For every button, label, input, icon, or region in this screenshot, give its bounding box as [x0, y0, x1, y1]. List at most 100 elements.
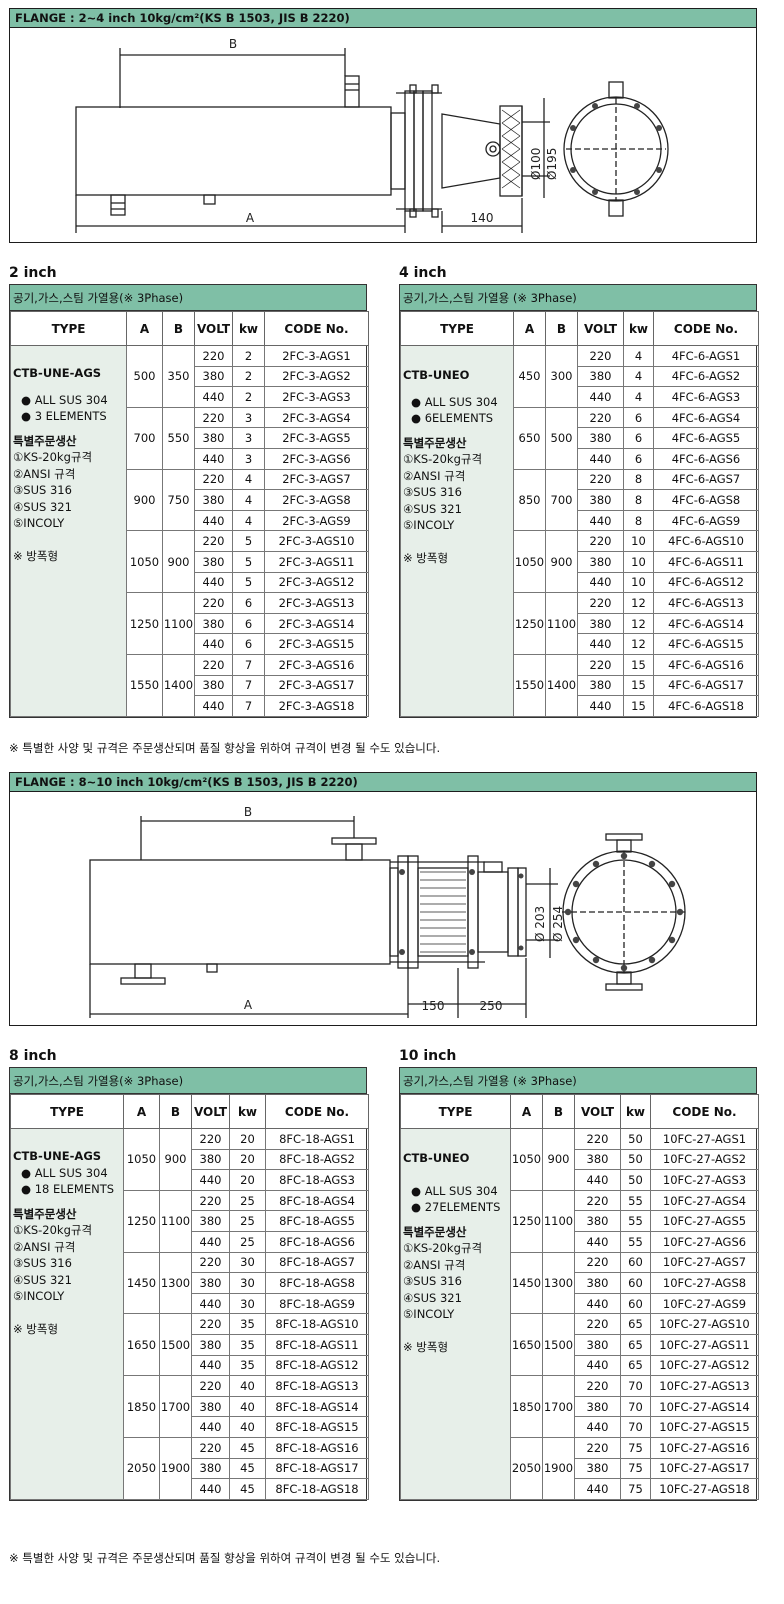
- spec-line: ● ALL SUS 304: [411, 1183, 498, 1198]
- special-option: ④SUS 321: [13, 499, 72, 514]
- kw-cell: 60: [620, 1272, 651, 1294]
- volt-cell: 220: [191, 1189, 230, 1212]
- code-cell: 4FC-6-AGS5: [653, 427, 759, 449]
- code-cell: 4FC-6-AGS8: [653, 489, 759, 511]
- volt-cell: 220: [194, 345, 233, 367]
- code-cell: 8FC-18-AGS11: [265, 1333, 369, 1356]
- column-header: CODE No.: [650, 1094, 759, 1129]
- kw-cell: 45: [229, 1478, 266, 1500]
- code-cell: 10FC-27-AGS8: [650, 1272, 759, 1294]
- code-cell: 2FC-3-AGS5: [264, 427, 369, 449]
- dim-a-cell: 1250: [126, 592, 163, 655]
- code-cell: 10FC-27-AGS1: [650, 1128, 759, 1150]
- dim-a-cell: 2050: [510, 1436, 543, 1500]
- code-cell: 8FC-18-AGS15: [265, 1416, 369, 1438]
- special-option: ①KS-20kg규격: [403, 452, 483, 466]
- code-cell: 10FC-27-AGS6: [650, 1230, 759, 1253]
- dim-b-cell: 1900: [542, 1436, 575, 1500]
- column-header: VOLT: [577, 311, 624, 346]
- dim-a-cell: 1050: [126, 530, 163, 594]
- volt-cell: 380: [194, 489, 233, 511]
- kw-cell: 75: [620, 1478, 651, 1500]
- dim-b-cell: 1300: [159, 1251, 192, 1315]
- dim-dia-254: Ø 254: [551, 906, 565, 942]
- dim-a-cell: 650: [513, 406, 546, 470]
- dim-b-cell: 1100: [545, 592, 578, 655]
- volt-cell: 220: [191, 1375, 230, 1397]
- dim-a-cell: 1250: [123, 1189, 160, 1253]
- code-cell: 2FC-3-AGS15: [264, 633, 369, 655]
- explosion-proof-note: ※ 방폭형: [13, 548, 59, 563]
- table-caption: 공기,가스,스팀 가열용(※ 3Phase): [10, 1068, 366, 1094]
- explosion-proof-note: ※ 방폭형: [403, 550, 449, 565]
- section-title: 2 inch: [9, 265, 57, 281]
- dim-a-cell: 450: [513, 345, 546, 408]
- code-cell: 4FC-6-AGS6: [653, 447, 759, 470]
- dim-a-cell: 900: [126, 468, 163, 532]
- volt-cell: 440: [191, 1292, 230, 1315]
- column-header: B: [159, 1094, 192, 1129]
- dim-a-cell: 1850: [510, 1375, 543, 1438]
- volt-cell: 220: [577, 345, 624, 367]
- volt-cell: 220: [574, 1128, 621, 1150]
- code-cell: 8FC-18-AGS4: [265, 1189, 369, 1212]
- column-header: A: [126, 311, 163, 346]
- volt-cell: 220: [191, 1128, 230, 1150]
- code-cell: 2FC-3-AGS16: [264, 653, 369, 676]
- code-cell: 4FC-6-AGS14: [653, 612, 759, 635]
- volt-cell: 440: [194, 633, 233, 655]
- volt-cell: 380: [577, 427, 624, 449]
- dim-b-cell: 700: [545, 468, 578, 532]
- code-cell: 10FC-27-AGS18: [650, 1478, 759, 1500]
- kw-cell: 45: [229, 1457, 266, 1480]
- special-option: ②ANSI 규격: [403, 468, 466, 483]
- dim-a-cell: 1050: [513, 530, 546, 594]
- volt-cell: 440: [191, 1354, 230, 1377]
- kw-cell: 5: [232, 571, 265, 594]
- dim-a-cell: 1250: [510, 1189, 543, 1253]
- dim-a-cell: 1550: [126, 653, 163, 717]
- dim-b-cell: 1300: [542, 1251, 575, 1315]
- column-header: kw: [620, 1094, 651, 1129]
- dim-b-cell: 1100: [162, 592, 195, 655]
- code-cell: 8FC-18-AGS18: [265, 1478, 369, 1500]
- table-caption: 공기,가스,스팀 가열용 (※ 3Phase): [400, 1068, 756, 1094]
- kw-cell: 55: [620, 1230, 651, 1253]
- volt-cell: 220: [194, 468, 233, 491]
- kw-cell: 20: [229, 1148, 266, 1171]
- code-cell: 10FC-27-AGS17: [650, 1457, 759, 1480]
- dim-b-cell: 350: [162, 345, 195, 408]
- dim-b-cell: 1100: [542, 1189, 575, 1253]
- volt-cell: 220: [191, 1251, 230, 1274]
- kw-cell: 25: [229, 1210, 266, 1232]
- column-header: A: [123, 1094, 160, 1129]
- heater-drawing-large: B A 150 250 Ø 203 Ø 254: [89, 805, 686, 1018]
- code-cell: 10FC-27-AGS10: [650, 1313, 759, 1335]
- volt-cell: 440: [191, 1416, 230, 1438]
- dim-a-cell: 1250: [513, 592, 546, 655]
- volt-cell: 440: [574, 1416, 621, 1438]
- special-option: ①KS-20kg규격: [13, 1223, 93, 1237]
- kw-cell: 4: [623, 365, 654, 388]
- code-cell: 10FC-27-AGS2: [650, 1148, 759, 1171]
- code-cell: 4FC-6-AGS12: [653, 571, 759, 594]
- volt-cell: 440: [577, 509, 624, 532]
- kw-cell: 15: [623, 653, 654, 676]
